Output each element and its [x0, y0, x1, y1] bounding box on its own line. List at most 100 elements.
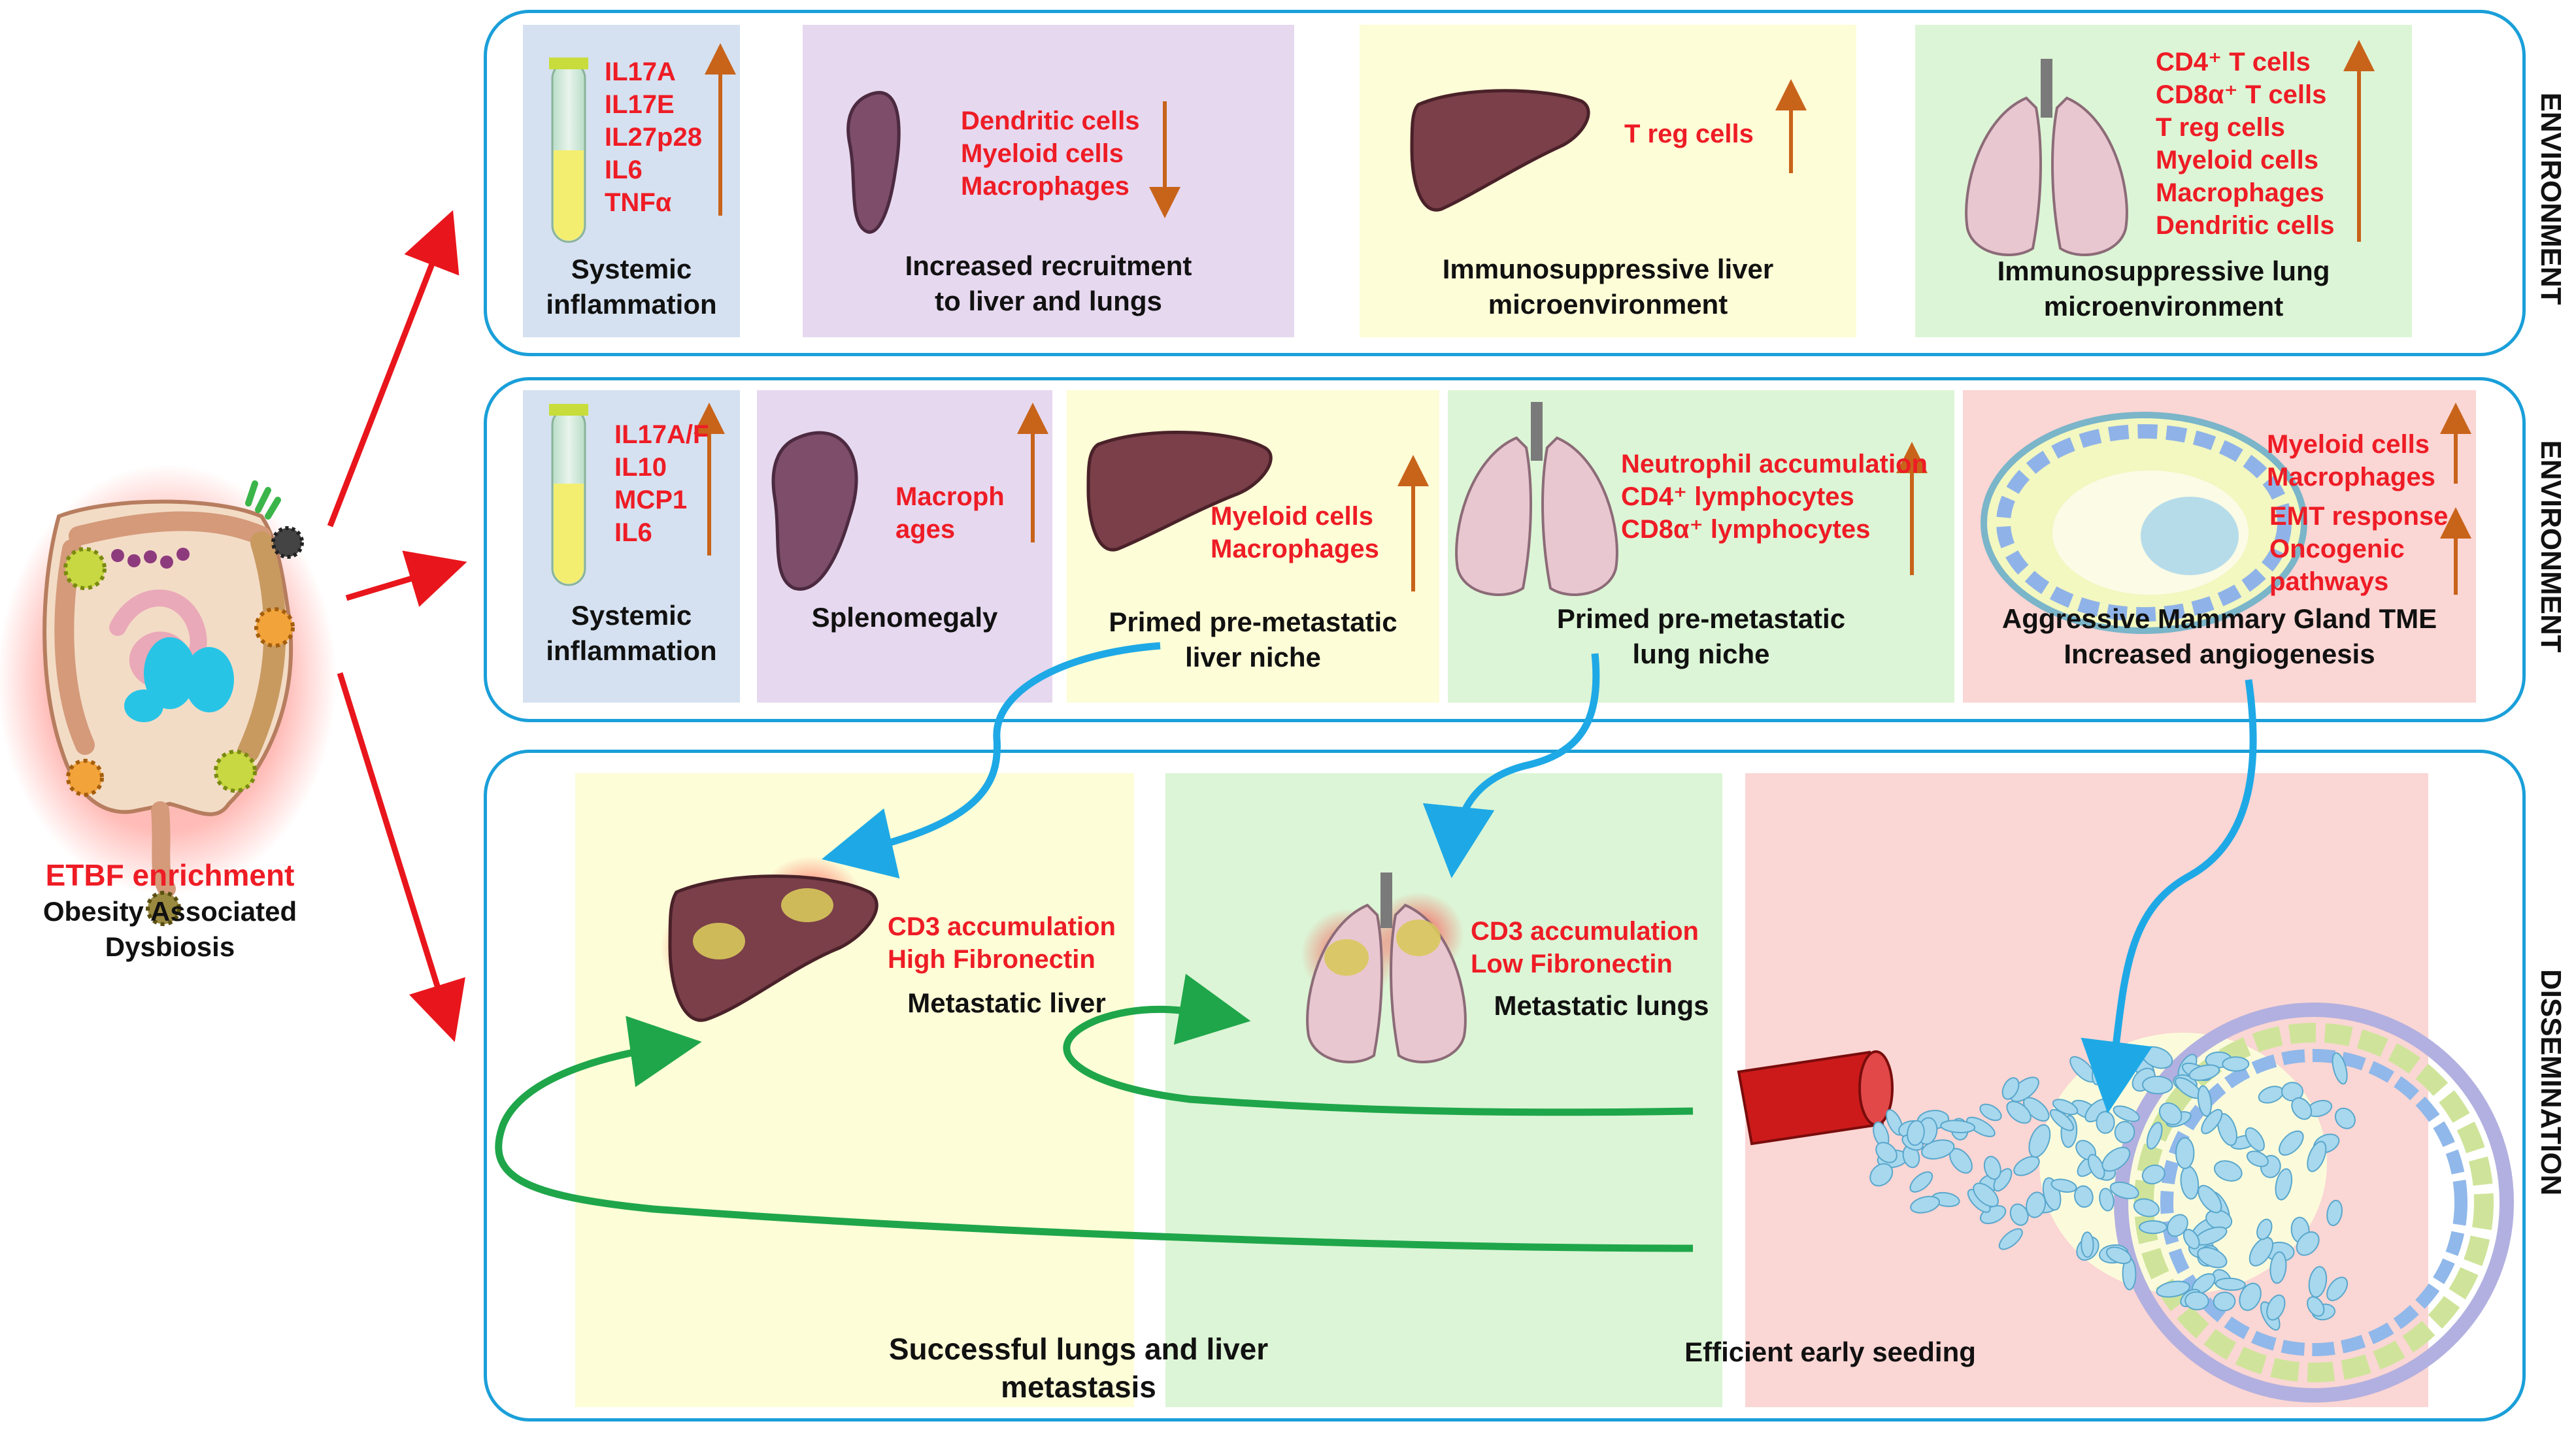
tumor-cell [1921, 1139, 1955, 1160]
row1-spleen-icon [846, 91, 901, 234]
row1-liver-icon [1410, 89, 1590, 212]
tumor-cell [2052, 1099, 2079, 1116]
tumor-cell [2028, 1124, 2051, 1158]
tumor-cell [1875, 1142, 1898, 1163]
tumor-cell [2141, 1164, 2166, 1185]
row3-frame [484, 750, 2526, 1422]
tumor-cell [2188, 1064, 2220, 1081]
tumor-cell [2197, 1085, 2212, 1117]
tumor-cell [2215, 1277, 2246, 1291]
tumor-cell [2197, 1246, 2228, 1269]
tumor-cell [2114, 1121, 2135, 1144]
tumor-cell [1979, 1103, 2002, 1122]
tumor-cell [2050, 1178, 2077, 1193]
tumor-cell [2269, 1251, 2287, 1284]
tumor-cell [1907, 1120, 1925, 1146]
row2-spleen-caption: Splenomegaly [811, 602, 998, 633]
row2-frame [484, 377, 2526, 722]
gut-arrows [327, 210, 467, 1042]
tumor-cell [1966, 1116, 1996, 1137]
tumor-cell [2049, 1108, 2075, 1131]
row3-blood-vessel-icon [1737, 1050, 1894, 1146]
tumor-cell [2266, 1294, 2286, 1321]
tumor-cell [2239, 1282, 2262, 1311]
row3-metastatic-liver-icon [660, 856, 878, 1022]
tumor-cell [2074, 1185, 2094, 1208]
row2-trend-arrows [694, 403, 2471, 595]
row1-lungs-icon [1965, 59, 2128, 256]
tumor-cell [2183, 1229, 2200, 1250]
tumor-cell [1973, 1182, 1999, 1208]
row1-trend-arrows [705, 40, 2375, 242]
tumor-cell [2133, 1198, 2160, 1218]
green-arrows [495, 973, 1694, 1252]
tumor-cell [2326, 1199, 2343, 1227]
tumor-cell [2307, 1140, 2327, 1172]
tumor-cell [2307, 1296, 2325, 1317]
row2-mammary-tumor-icon [1981, 412, 2307, 634]
tumor-cell [2198, 1185, 2222, 1214]
tumor-cell [2201, 1108, 2223, 1135]
tumor-cell [2249, 1237, 2274, 1267]
tumor-cell [2279, 1130, 2304, 1156]
tumor-cell [1909, 1171, 1933, 1193]
row2-liver-icon [1086, 431, 1273, 552]
tumor-cell [2156, 1280, 2190, 1298]
row3-lung-caption: Metastatic lungs [1494, 990, 1709, 1021]
tumor-cell [2158, 1102, 2183, 1125]
tumor-cell [2256, 1218, 2273, 1240]
tumor-cell [2334, 1107, 2356, 1129]
tumor-cell [2013, 1156, 2040, 1176]
tumor-cell [2184, 1291, 2209, 1310]
tumor-cell [2099, 1188, 2115, 1212]
tumor-cell [1983, 1156, 2001, 1180]
tumor-cell [2332, 1052, 2348, 1085]
tumor-cell [2175, 1137, 2195, 1169]
tumor-cell [2213, 1160, 2243, 1182]
tumor-cell [2026, 1191, 2047, 1218]
etbf-title: ETBF enrichment [45, 858, 295, 892]
tumor-cell [2105, 1246, 2132, 1265]
row3-metastatic-lungs-icon [1301, 873, 1467, 1063]
tumor-cell [2308, 1266, 2328, 1298]
tumor-cell [2213, 1291, 2236, 1312]
blue-arrows [822, 642, 2257, 1114]
tumor-cell [2142, 1075, 2173, 1095]
row2-spleen-icon [771, 431, 858, 591]
tumor-cell [1869, 1163, 1894, 1187]
tumor-cell [1998, 1228, 2023, 1250]
tumor-cell [2081, 1231, 2094, 1258]
tumor-cell [2096, 1110, 2115, 1134]
tumor-cell [2246, 1150, 2269, 1167]
row3-liver-caption: Metastatic liver [907, 988, 1106, 1018]
tumor-cell [2109, 1181, 2139, 1199]
tumor-cell [2275, 1168, 2293, 1201]
row3-lung-panel [1165, 773, 1722, 1407]
tumor-cell [2139, 1220, 2167, 1235]
tumor-cell [2291, 1097, 2313, 1120]
tumor-cell [2001, 1077, 2020, 1100]
row3-bottom-right-caption: Efficient early seeding [1684, 1337, 1976, 1367]
